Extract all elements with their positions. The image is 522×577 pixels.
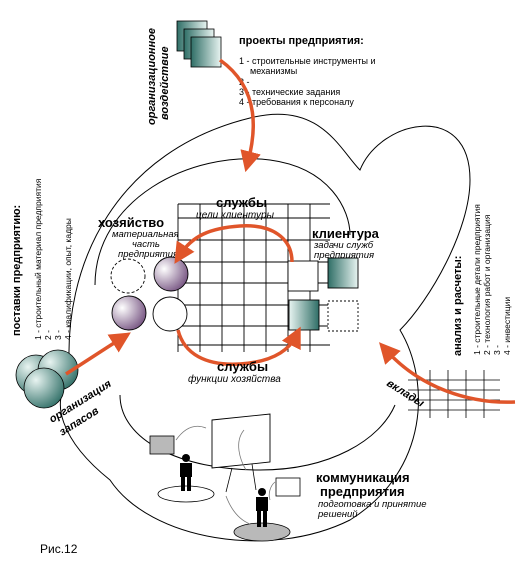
economy-title: хозяйство — [98, 215, 164, 230]
supply-balls-icon — [15, 349, 79, 409]
arrow-upper-loop — [174, 224, 294, 264]
figure-caption: Рис.12 — [40, 542, 78, 556]
communication-scene — [149, 413, 301, 542]
projects-item-2: 2 - — [239, 77, 250, 87]
services-bottom-subtitle: функции хозяйства — [188, 373, 281, 385]
economy-sub-1: материальная — [112, 229, 179, 240]
projects-item-3: 3 - технические задания — [239, 87, 340, 97]
services-top-title: службы — [216, 195, 267, 210]
clientele-sub-1: задачи служб — [313, 240, 374, 251]
projects-title: проекты предприятия: — [239, 35, 364, 47]
communication-title-1: коммуникация — [316, 470, 410, 485]
square-teal-top — [327, 257, 359, 289]
analysis-item-2: 2 - технология работ и организация — [482, 214, 492, 355]
projects-item-1: 1 - строительные инструменты и — [239, 56, 375, 66]
clientele-title: клиентура — [312, 226, 380, 241]
projects-stack-icon — [176, 20, 222, 68]
supply-arrow — [65, 332, 131, 376]
analysis-item-4: 4 - инвестиции — [502, 297, 512, 355]
projects-item-1b: механизмы — [250, 66, 297, 76]
circle-purple-bottom — [111, 295, 147, 331]
supplies-item-2: 2 - — [43, 330, 53, 340]
square-teal-bottom — [288, 299, 320, 331]
communication-title-2: предприятия — [320, 484, 405, 499]
square-dashed — [327, 300, 359, 332]
contributions-label: вклады — [384, 377, 426, 410]
communication-sub-2: решений — [317, 509, 358, 520]
analysis-item-3: 3 - — [492, 345, 502, 355]
economy-sub-3: предприятия — [118, 249, 178, 260]
circle-white — [152, 296, 188, 332]
lower-contour — [119, 394, 396, 471]
org-impact-label-1: организационное — [146, 28, 158, 125]
supplies-item-3: 3 - — [53, 330, 63, 340]
contributions-arrow — [378, 342, 516, 404]
projects-item-4: 4 - требования к персоналу — [239, 97, 354, 107]
supplies-item-1: 1 - строительный материал предприятия — [33, 178, 43, 340]
analysis-title: анализ и расчеты: — [452, 256, 464, 356]
circle-purple-top — [153, 256, 189, 292]
economy-sub-2: часть — [132, 239, 160, 250]
supplies-title: поставки предприятию: — [11, 205, 23, 336]
arrow-lower-loop — [176, 326, 301, 366]
org-impact-label-2: воздействие — [159, 46, 171, 120]
analysis-item-1: 1 - строительные детали предприятия — [472, 204, 482, 355]
supplies-item-4: 4 - квалификации, опыт, кадры — [63, 218, 73, 340]
org-impact-arrow — [218, 58, 261, 173]
communication-sub-1: подготовка и принятие — [318, 499, 427, 510]
central-grid — [177, 203, 330, 352]
services-top-subtitle: цели клиентуры — [196, 210, 275, 221]
services-bottom-title: службы — [217, 359, 268, 374]
circle-dashed — [110, 258, 146, 294]
clientele-sub-2: предприятия — [314, 250, 374, 261]
outer-contour — [59, 113, 471, 542]
square-white-top — [287, 260, 319, 292]
